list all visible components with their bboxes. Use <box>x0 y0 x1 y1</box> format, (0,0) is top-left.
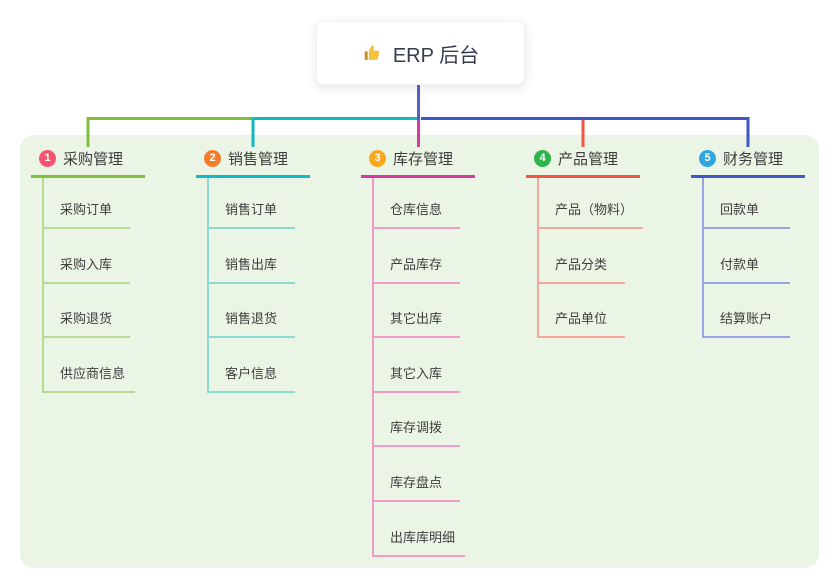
branch-number-badge: 1 <box>39 150 56 167</box>
branch-number-badge: 2 <box>204 150 221 167</box>
root-label: ERP 后台 <box>392 44 480 67</box>
thumbs-up-icon <box>362 42 384 64</box>
child-list: 产品（物料） 产品分类 产品单位 <box>537 178 644 339</box>
child-node[interactable]: 采购订单 <box>44 178 145 229</box>
branch-label: 采购管理 <box>63 151 124 168</box>
branch-column-sales: 2 销售管理 销售订单 销售出库 销售退货 客户信息 <box>196 147 310 393</box>
root-node[interactable]: ERP 后台 <box>316 21 525 85</box>
child-node[interactable]: 销售退货 <box>209 284 310 339</box>
branch-column-purchase: 1 采购管理 采购订单 采购入库 采购退货 供应商信息 <box>31 147 145 393</box>
child-node[interactable]: 产品（物料） <box>539 178 644 229</box>
child-node[interactable]: 库存调拨 <box>374 393 475 448</box>
branch-label: 财务管理 <box>723 151 784 168</box>
branch-label: 产品管理 <box>558 151 619 168</box>
child-node[interactable]: 其它出库 <box>374 284 475 339</box>
branch-column-inventory: 3 库存管理 仓库信息 产品库存 其它出库 其它入库 库存调拨 库存盘点 出库库… <box>361 147 475 557</box>
child-list: 销售订单 销售出库 销售退货 客户信息 <box>207 178 310 393</box>
branch-number-badge: 5 <box>699 150 716 167</box>
branch-node-finance[interactable]: 5 财务管理 <box>691 147 805 178</box>
child-node[interactable]: 产品分类 <box>539 229 643 284</box>
child-list: 仓库信息 产品库存 其它出库 其它入库 库存调拨 库存盘点 出库库明细 <box>372 178 475 557</box>
child-node[interactable]: 仓库信息 <box>374 178 475 229</box>
child-node[interactable]: 库存盘点 <box>374 447 475 502</box>
branch-node-purchase[interactable]: 1 采购管理 <box>31 147 145 178</box>
child-node[interactable]: 客户信息 <box>209 338 310 393</box>
branch-number-badge: 3 <box>369 150 386 167</box>
child-node[interactable]: 结算账户 <box>704 284 805 339</box>
branch-number-badge: 4 <box>534 150 551 167</box>
child-list: 回款单 付款单 结算账户 <box>702 178 805 339</box>
branch-label: 库存管理 <box>393 151 454 168</box>
child-node[interactable]: 销售订单 <box>209 178 310 229</box>
branch-node-product[interactable]: 4 产品管理 <box>526 147 640 178</box>
child-node[interactable]: 其它入库 <box>374 338 475 393</box>
branch-label: 销售管理 <box>228 151 289 168</box>
branch-column-product: 4 产品管理 产品（物料） 产品分类 产品单位 <box>526 147 644 339</box>
child-node[interactable]: 采购入库 <box>44 229 145 284</box>
branch-node-sales[interactable]: 2 销售管理 <box>196 147 310 178</box>
child-node[interactable]: 产品库存 <box>374 229 475 284</box>
branch-column-finance: 5 财务管理 回款单 付款单 结算账户 <box>691 147 805 339</box>
child-node[interactable]: 采购退货 <box>44 284 145 339</box>
branches-panel <box>20 135 819 568</box>
child-node[interactable]: 供应商信息 <box>44 338 145 393</box>
child-node[interactable]: 出库库明细 <box>374 502 475 557</box>
child-node[interactable]: 回款单 <box>704 178 805 229</box>
child-node[interactable]: 产品单位 <box>539 284 643 339</box>
child-list: 采购订单 采购入库 采购退货 供应商信息 <box>42 178 145 393</box>
branch-node-inventory[interactable]: 3 库存管理 <box>361 147 475 178</box>
child-node[interactable]: 销售出库 <box>209 229 310 284</box>
child-node[interactable]: 付款单 <box>704 229 805 284</box>
